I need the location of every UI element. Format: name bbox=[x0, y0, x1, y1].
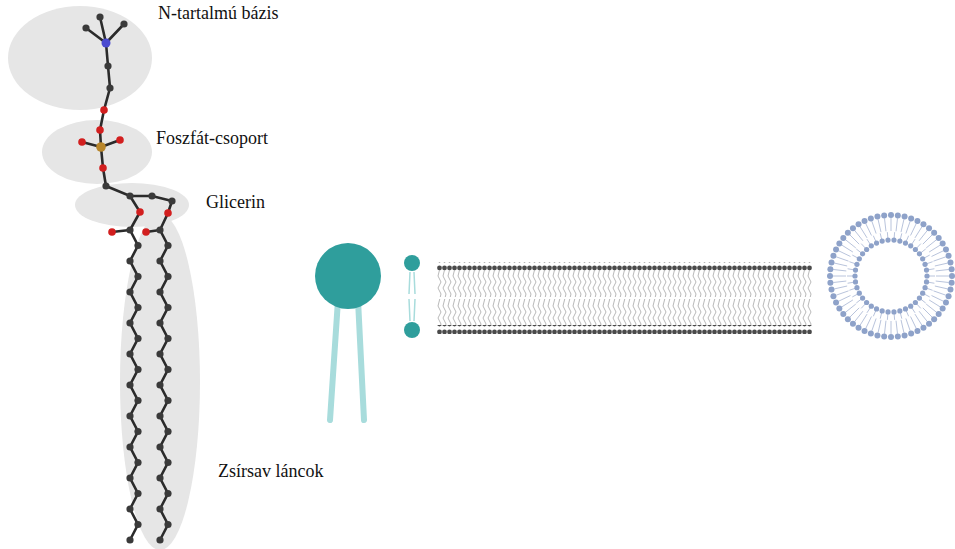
molecule-model bbox=[82, 17, 172, 540]
part-label: Zsírsav láncok bbox=[218, 462, 323, 482]
small-lipid-pair bbox=[404, 255, 420, 338]
part-label: N-tartalmú bázis bbox=[158, 4, 278, 24]
part-label: Glicerin bbox=[206, 193, 265, 213]
lipid-bilayer bbox=[437, 262, 812, 334]
lipid-symbol bbox=[315, 243, 381, 420]
liposome bbox=[827, 212, 955, 340]
part-label: Foszfát-csoport bbox=[156, 129, 268, 149]
atoms bbox=[78, 13, 175, 543]
region-ellipses bbox=[8, 6, 200, 549]
